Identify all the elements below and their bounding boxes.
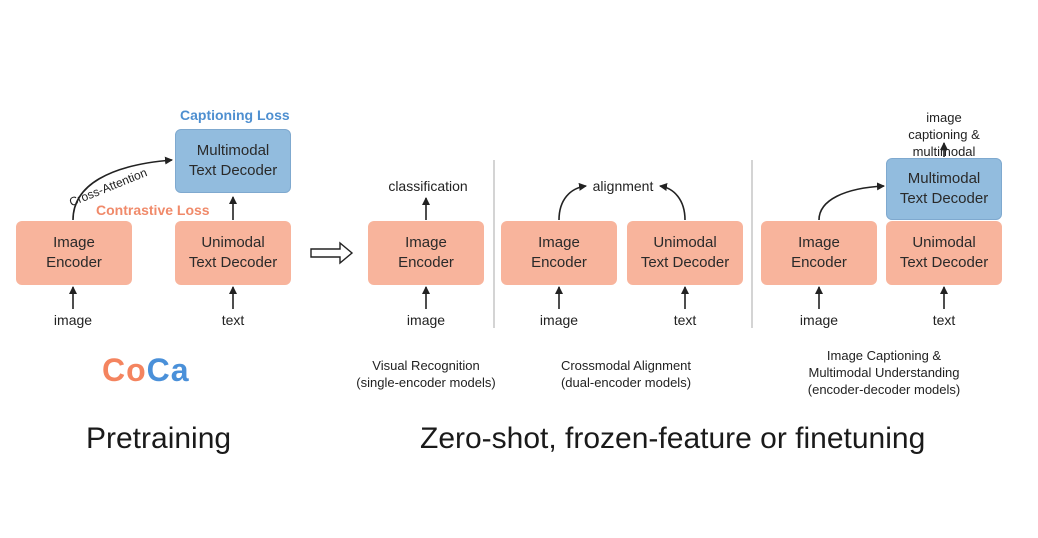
ca-image-encoder-box: Image Encoder	[501, 221, 617, 285]
transition-arrow	[310, 241, 354, 265]
multimodal-text-decoder-box: Multimodal Text Decoder	[175, 129, 291, 193]
cross-attention-arrow	[72, 156, 173, 221]
cap-text-input-label: text	[932, 312, 956, 328]
ca-unimodal-text-decoder-box: Unimodal Text Decoder	[627, 221, 743, 285]
image-input-label: image	[53, 312, 93, 328]
pretraining-title: Pretraining	[86, 422, 232, 455]
visual-recognition-caption: Visual Recognition (single-encoder model…	[356, 358, 496, 390]
ca-text-input-label: text	[673, 312, 697, 328]
ca-image-input-label: image	[539, 312, 579, 328]
contrastive-loss-label: Contrastive Loss	[96, 202, 210, 218]
cap-multimodal-text-decoder-label: Multimodal Text Decoder	[899, 170, 989, 207]
multimodal-text-decoder-label: Multimodal Text Decoder	[188, 142, 278, 179]
vr-image-input-label: image	[406, 312, 446, 328]
unimodal-text-decoder-box: Unimodal Text Decoder	[175, 221, 291, 285]
coca-logo-ca: Ca	[146, 352, 190, 388]
captioning-loss-label: Captioning Loss	[180, 107, 290, 123]
cap-image-encoder-label: Image Encoder	[791, 234, 847, 271]
image-encoder-box: Image Encoder	[16, 221, 132, 285]
crossmodal-alignment-caption: Crossmodal Alignment (dual-encoder model…	[560, 358, 692, 390]
unimodal-text-decoder-label: Unimodal Text Decoder	[188, 234, 278, 271]
downstream-title: Zero-shot, frozen-feature or finetuning	[420, 422, 926, 455]
text-input-label: text	[221, 312, 245, 328]
vr-image-encoder-label: Image Encoder	[398, 234, 454, 271]
cap-multimodal-text-decoder-box: Multimodal Text Decoder	[886, 158, 1002, 220]
image-encoder-label: Image Encoder	[46, 234, 102, 271]
classification-label: classification	[388, 178, 468, 194]
cap-image-encoder-box: Image Encoder	[761, 221, 877, 285]
coca-logo-co: Co	[102, 352, 147, 388]
cap-unimodal-text-decoder-label: Unimodal Text Decoder	[899, 234, 989, 271]
vr-image-encoder-box: Image Encoder	[368, 221, 484, 285]
ca-unimodal-text-decoder-label: Unimodal Text Decoder	[640, 234, 730, 271]
ca-image-alignment-arrow	[558, 182, 587, 221]
ca-text-alignment-arrow	[659, 183, 686, 221]
cap-unimodal-text-decoder-box: Unimodal Text Decoder	[886, 221, 1002, 285]
captioning-caption: Image Captioning & Multimodal Understand…	[807, 348, 961, 397]
cap-image-input-label: image	[799, 312, 839, 328]
alignment-label: alignment	[592, 178, 654, 194]
cap-cross-attention-arrow	[818, 182, 885, 221]
coca-logo: CoCa	[102, 352, 190, 389]
ca-image-encoder-label: Image Encoder	[531, 234, 587, 271]
